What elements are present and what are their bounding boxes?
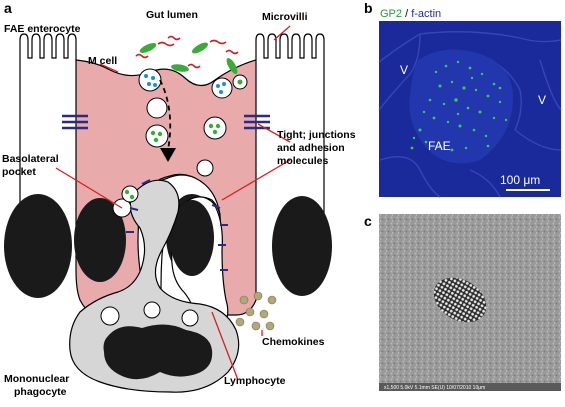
m-cell-vesicle-4-bacterium-3 bbox=[212, 129, 218, 135]
phagocyte-vacuole-1 bbox=[100, 306, 120, 326]
m-cell-vesicle-5-dot-1 bbox=[216, 84, 220, 88]
m-cell-vesicle-1-dot-2 bbox=[151, 76, 155, 80]
sem-info-text: x1,500 5.0kV 5.1mm SE(U) 10/07/2010 10μm bbox=[384, 385, 485, 391]
m-cell-vesicle-5-dot-3 bbox=[219, 90, 223, 94]
right-enterocyte-membrane bbox=[255, 33, 325, 110]
sem-bacteria-cluster bbox=[433, 277, 487, 323]
bacterium-3 bbox=[171, 64, 189, 72]
bacterium-4 bbox=[226, 58, 238, 74]
leader-tight-1 bbox=[257, 123, 291, 143]
m-cell-vesicle-3-bacterium-2 bbox=[157, 131, 163, 137]
flagellum-3 bbox=[167, 35, 181, 41]
phagocyte-nucleus bbox=[103, 324, 213, 380]
m-cell-vesicle-6-bacterium bbox=[237, 79, 243, 85]
m-cell-vesicle-1-dot-3 bbox=[147, 82, 151, 86]
label-mononuclear-line1: Mononuclear bbox=[4, 373, 69, 385]
fae-region bbox=[409, 49, 514, 164]
micrograph-label-v-right: V bbox=[538, 93, 546, 107]
label-mononuclear-line2: phagocyte bbox=[14, 386, 67, 398]
label-tight-line2: and adhesion bbox=[277, 142, 345, 154]
legend-gp2: GP2 bbox=[380, 8, 402, 20]
m-cell-vesicle-7 bbox=[196, 159, 214, 177]
legend-separator: / bbox=[402, 8, 411, 20]
pocket-vesicle-bacterium-2 bbox=[129, 194, 135, 200]
micrograph-label-v-left: V bbox=[400, 63, 408, 77]
bacterium-2 bbox=[192, 42, 208, 54]
m-cell-vesicle-4-bacterium-2 bbox=[215, 123, 221, 129]
lumen-bacteria bbox=[135, 35, 239, 74]
transcytosis-arrowhead bbox=[160, 148, 176, 162]
transcytosis-arrow bbox=[159, 79, 172, 151]
label-lymphocyte: Lymphocyte bbox=[224, 375, 286, 387]
panel-c: c x1,500 5.0kV 5.1mm SE(U) 10/07/2010 10… bbox=[364, 213, 561, 391]
label-gut-lumen: Gut lumen bbox=[146, 9, 198, 21]
leader-tight-2 bbox=[221, 159, 291, 201]
flagellum-6 bbox=[135, 53, 149, 59]
panel-b: b GP2 / f-actin bbox=[364, 0, 562, 198]
panel-c-letter: c bbox=[364, 213, 372, 229]
panel-a-letter: a bbox=[4, 0, 12, 16]
tight-junction-left bbox=[62, 114, 88, 130]
adhesion-molecule-ticks bbox=[126, 179, 228, 271]
leader-basolateral bbox=[55, 167, 123, 209]
leader-lines bbox=[55, 25, 291, 381]
flagellum-5 bbox=[187, 63, 201, 69]
label-fae-enterocyte: FAE enterocyte bbox=[4, 23, 81, 35]
m-cell-vesicle-5 bbox=[211, 77, 233, 99]
panel-b-legend: GP2 / f-actin bbox=[380, 8, 441, 20]
label-tight-line1: Tight; junctions bbox=[277, 129, 356, 141]
m-cell-vesicle-1 bbox=[138, 68, 162, 92]
leader-m-cell bbox=[99, 63, 119, 73]
right-nucleus-cell bbox=[272, 196, 332, 296]
label-basolateral-line2: pocket bbox=[2, 166, 36, 178]
m-cell-vesicle-5-dot-2 bbox=[222, 82, 226, 86]
flagellum-2 bbox=[209, 39, 227, 45]
m-cell-vesicle-4 bbox=[203, 116, 227, 140]
gp2-signal-dots bbox=[410, 60, 508, 152]
m-cell-vesicle-1-dot-4 bbox=[153, 83, 157, 87]
left-nucleus-cell bbox=[4, 194, 72, 298]
m-cell-vesicle-2 bbox=[146, 97, 168, 119]
m-cell-vesicle-4-bacterium-1 bbox=[208, 123, 214, 129]
micrograph-scale-label: 100 μm bbox=[500, 173, 540, 187]
label-m-cell: M cell bbox=[88, 55, 117, 67]
label-tight-line3: molecules bbox=[277, 155, 329, 167]
label-chemokines: Chemokines bbox=[262, 336, 325, 348]
m-cell-vesicle-3-bacterium-3 bbox=[153, 137, 159, 143]
phagocyte-vacuole-3 bbox=[181, 309, 199, 327]
panel-a: a bbox=[2, 0, 356, 398]
lymphocyte-nucleus bbox=[170, 200, 214, 276]
legend-factin: f-actin bbox=[411, 8, 441, 20]
leader-microvilli bbox=[273, 25, 291, 41]
pocket-vesicle-bacterium-1 bbox=[124, 189, 130, 195]
sem-info-bar bbox=[379, 383, 561, 391]
micrograph-label-fae: FAE bbox=[428, 139, 451, 153]
m-cell-vesicle-1-dot-1 bbox=[144, 74, 148, 78]
fae-enterocyte-membrane bbox=[19, 33, 77, 108]
label-basolateral-line1: Basolateral bbox=[2, 153, 59, 165]
leader-lymphocyte bbox=[211, 311, 239, 381]
chemokines bbox=[235, 291, 277, 331]
phagocyte-vacuole-2 bbox=[143, 301, 161, 319]
flagellum-4 bbox=[225, 49, 239, 55]
m-cell-vesicle-3 bbox=[145, 124, 169, 148]
panel-b-letter: b bbox=[364, 0, 373, 16]
flagellum-1 bbox=[157, 41, 175, 47]
pocket-nucleus-left bbox=[74, 198, 126, 282]
m-cell-vesicle-3-bacterium-1 bbox=[150, 130, 156, 136]
label-microvilli: Microvilli bbox=[262, 11, 308, 23]
bacterium-1 bbox=[139, 43, 157, 53]
pocket-vesicle bbox=[121, 185, 139, 203]
